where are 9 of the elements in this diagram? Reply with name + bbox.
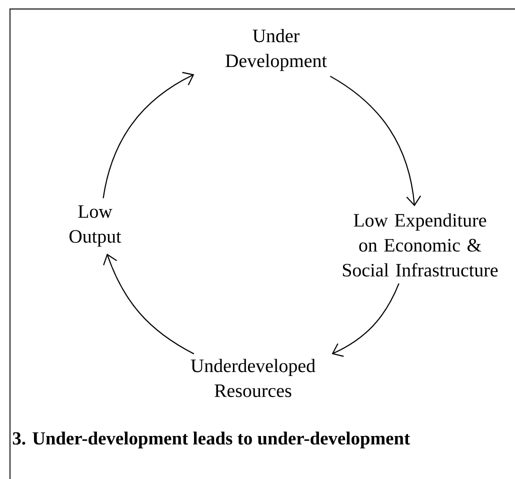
cycle-step-text: Under Development [226, 28, 327, 72]
curved-arrow [330, 76, 422, 206]
caption: 3. Under-development leads to under-development [12, 432, 410, 448]
curved-arrow [102, 72, 194, 198]
cycle-step-text: Low Expenditure on Economic & Social Infrastructure [342, 213, 498, 277]
cycle-step-text: Underdeveloped Resources [190, 358, 316, 398]
curved-arrow [332, 283, 400, 357]
curved-arrow [103, 254, 194, 354]
cycle-step-text: Low Output [70, 205, 122, 247]
